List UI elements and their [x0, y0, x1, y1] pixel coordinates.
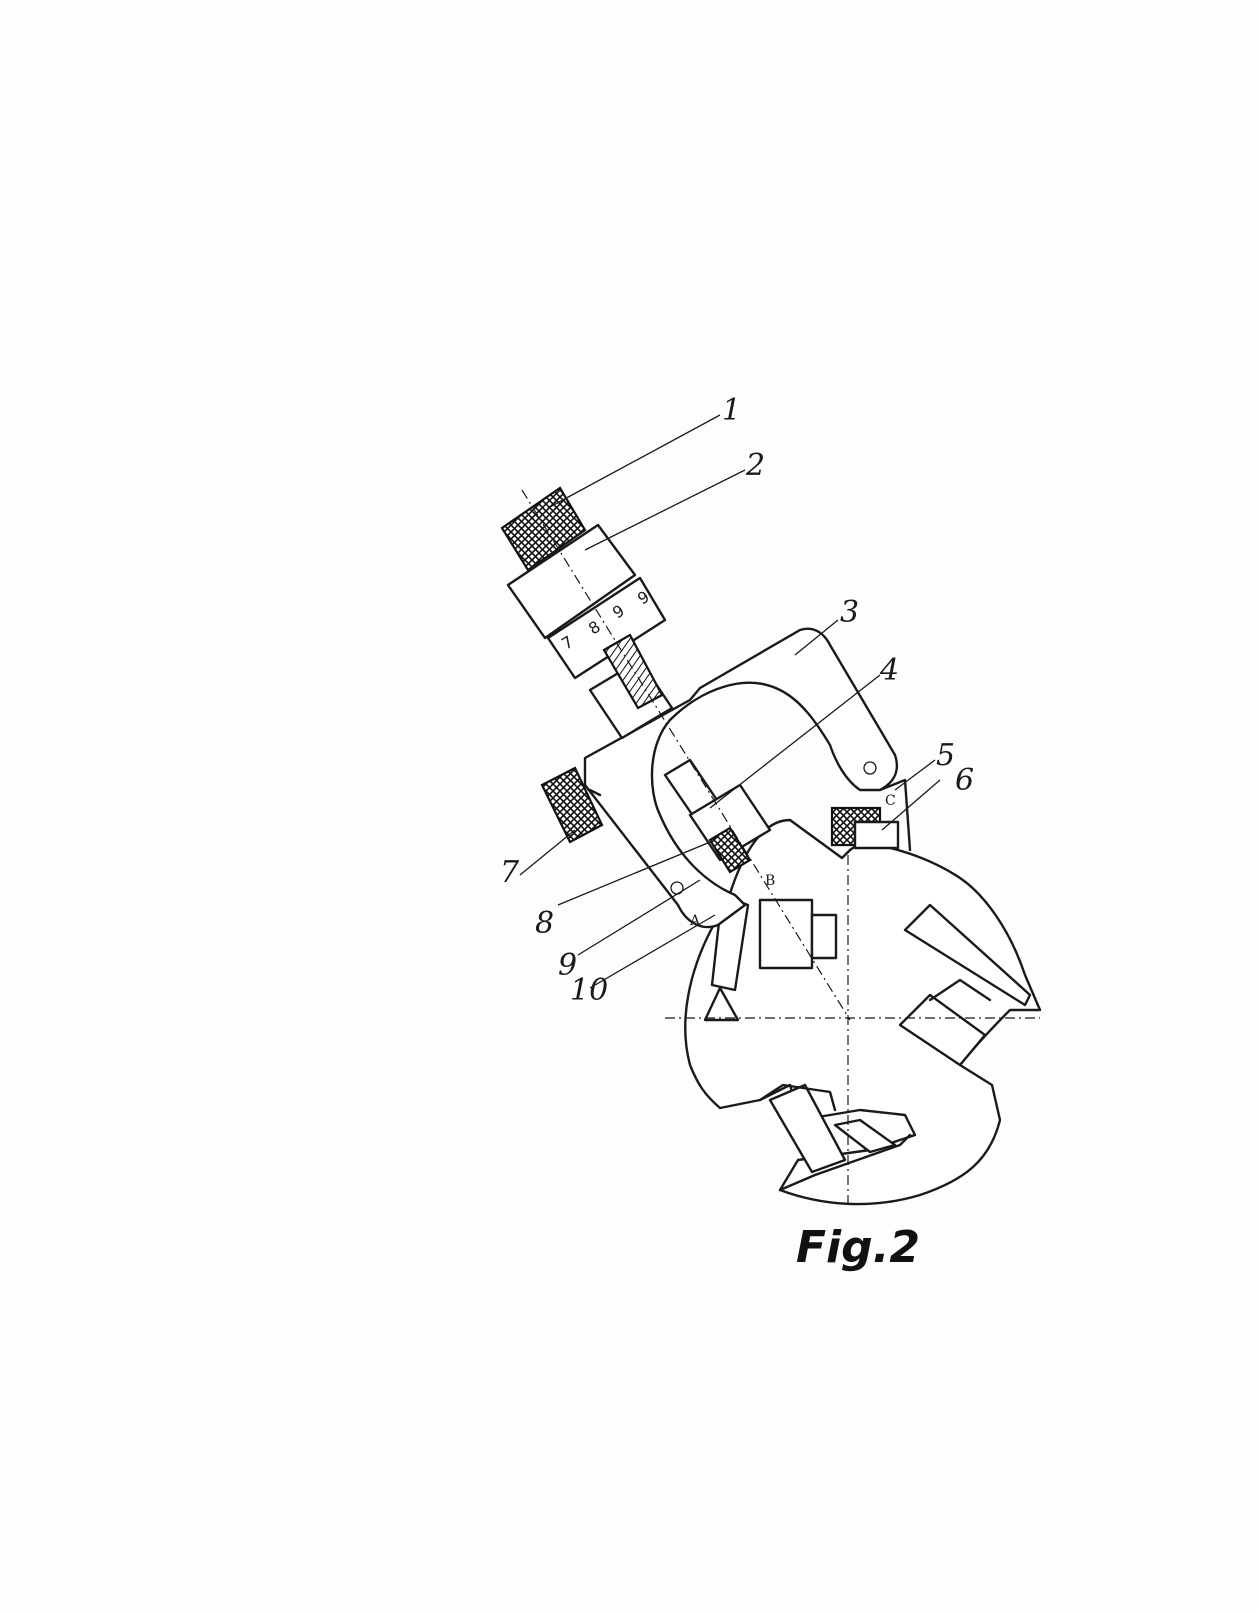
numeral-10: 10	[570, 973, 608, 1008]
numeral-2: 2	[745, 448, 765, 483]
numeral-8: 8	[535, 906, 554, 941]
numeral-5: 5	[936, 738, 955, 773]
numeral-1: 1	[722, 393, 741, 428]
numeral-3: 3	[840, 595, 859, 630]
point-label-b: B	[765, 873, 775, 889]
numeral-7: 7	[500, 855, 520, 890]
numeral-4: 4	[879, 653, 899, 688]
figure-caption: Fig.2	[796, 1222, 920, 1273]
numeral-6: 6	[955, 763, 974, 798]
cutter-head	[665, 820, 1040, 1205]
point-label-c: C	[885, 793, 896, 809]
point-label-a: A	[689, 913, 701, 929]
